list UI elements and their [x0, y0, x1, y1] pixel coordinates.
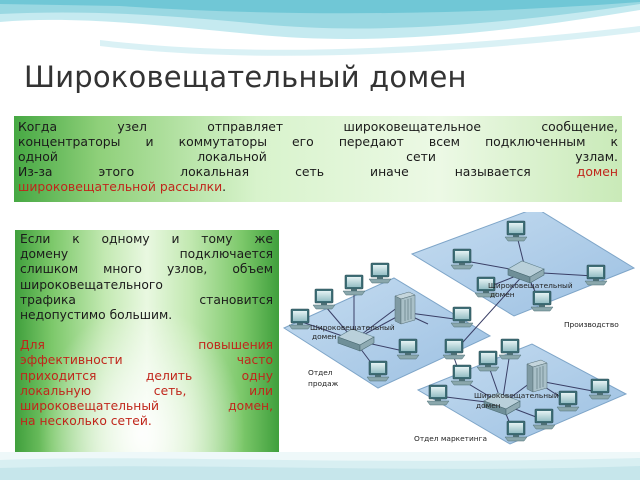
workstation-icon — [312, 288, 336, 310]
detail-p1-line: широковещательного — [20, 277, 163, 292]
label-top-domain-2: домен — [490, 290, 515, 299]
workstation-icon — [504, 220, 528, 242]
intro-line-5: широковещательной рассылки. — [18, 179, 618, 194]
detail-p1-line: слишком много узлов, объем — [20, 262, 273, 277]
top-wave-decoration — [0, 0, 640, 56]
label-left-domain-2: домен — [312, 332, 337, 341]
workstation-icon — [504, 420, 528, 442]
page-title: Широковещательный домен — [24, 60, 467, 94]
workstation-icon — [450, 248, 474, 270]
workstation-icon — [584, 264, 608, 286]
label-sales: Отдел — [308, 368, 333, 377]
workstation-icon — [556, 390, 580, 412]
server-icon — [394, 291, 416, 325]
detail-text-box: Если к одному и тому же домену подключае… — [15, 230, 279, 452]
intro-line-5-red: широковещательной рассылки — [18, 179, 223, 194]
workstation-icon — [450, 306, 474, 328]
label-left-domain: Широковещательный — [310, 323, 395, 332]
workstation-icon — [498, 338, 522, 360]
workstation-icon — [426, 384, 450, 406]
bottom-wave-decoration — [0, 452, 640, 480]
intro-text-box: Когда узел отправляет широковещательное … — [14, 116, 622, 202]
workstation-icon — [396, 338, 420, 360]
label-marketing: Отдел маркетинга — [414, 434, 487, 443]
workstation-icon — [476, 350, 500, 372]
detail-p1-line: трафика становится — [20, 292, 273, 307]
detail-p2-line: локальную сеть, или — [20, 383, 273, 398]
intro-line-4-text: Из-за этого локальная сеть иначе называе… — [18, 164, 531, 179]
detail-p2-line: на несколько сетей. — [20, 414, 152, 429]
detail-p1-line: домену подключается — [20, 247, 273, 262]
detail-paragraph-1: Если к одному и тому же домену подключае… — [20, 232, 273, 323]
intro-line-4-red: домен — [576, 164, 618, 179]
detail-p1-line: недопустимо большим. — [20, 308, 173, 323]
intro-line-4: Из-за этого локальная сеть иначе называе… — [18, 164, 618, 179]
workstation-icon — [442, 338, 466, 360]
label-top-domain: Широковещательный — [488, 281, 573, 290]
detail-p1-line: Если к одному и тому же — [20, 232, 273, 246]
label-bottom-domain: Широковещательный — [474, 391, 559, 400]
workstation-icon — [368, 262, 392, 284]
workstation-icon — [588, 378, 612, 400]
workstation-icon — [530, 290, 554, 312]
detail-p2-line: эффективности часто — [20, 353, 273, 368]
intro-line-3: одной локальной сети узлам. — [18, 149, 618, 164]
workstation-icon — [532, 408, 556, 430]
network-diagram: Широковещательный домен Производство Шир… — [282, 212, 636, 445]
workstation-icon — [450, 364, 474, 386]
intro-line-1: Когда узел отправляет широковещательное … — [18, 119, 618, 134]
workstation-icon — [342, 274, 366, 296]
intro-line-2: концентраторы и коммутаторы его передают… — [18, 134, 618, 149]
label-production: Производство — [564, 320, 619, 329]
label-sales-2: продаж — [308, 379, 339, 388]
detail-paragraph-2: Для повышения эффективности часто приход… — [20, 338, 273, 429]
workstation-icon — [366, 360, 390, 382]
detail-p2-line: приходится делить одну — [20, 368, 273, 383]
intro-line-5-end: . — [222, 179, 227, 194]
detail-p2-line: Для повышения — [20, 338, 273, 353]
detail-p2-line: широковещательный домен, — [20, 399, 273, 414]
server-icon — [526, 359, 548, 393]
label-bottom-domain-2: домен — [476, 401, 501, 410]
workstation-icon — [288, 308, 312, 330]
